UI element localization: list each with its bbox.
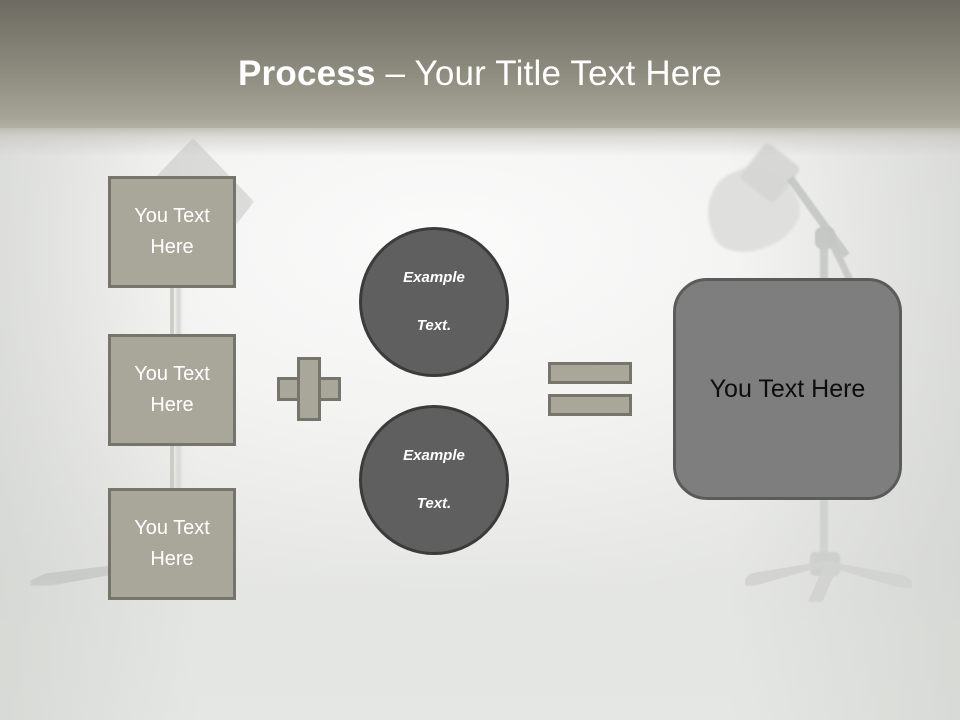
example-circle-2-line2: Text. [416,495,452,512]
plus-center-fill [300,380,318,398]
step-box-3-label: You Text Here [134,517,210,570]
page-title: Process – Your Title Text Here [0,52,960,96]
step-box-3[interactable]: You Text Here [108,488,236,600]
step-box-1[interactable]: You Text Here [108,176,236,288]
step-box-2[interactable]: You Text Here [108,334,236,446]
example-circle-1-line2: Text. [416,317,452,334]
equals-bottom-bar [548,394,632,416]
connector-step1-step2 [170,288,174,334]
example-circle-1-line1: Example [403,269,465,286]
plus-icon [277,357,341,421]
step-box-2-label: You Text Here [134,363,210,416]
equals-top-bar [548,362,632,384]
connector-step2-step3 [170,446,174,488]
title-band [0,0,960,128]
equals-icon [548,362,632,416]
page-title-rest: – Your Title Text Here [375,54,722,93]
title-band-fade [0,120,960,156]
page-title-strong: Process [238,54,376,93]
result-box-label: You Text Here [709,374,866,403]
step-box-1-label: You Text Here [134,205,210,258]
example-circle-2-line1: Example [403,447,465,464]
result-box[interactable]: You Text Here [673,278,902,500]
